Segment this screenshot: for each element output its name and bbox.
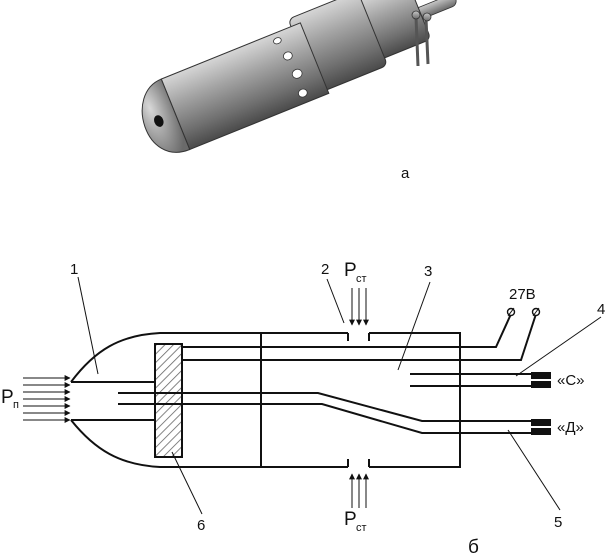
heater-element bbox=[154, 343, 183, 458]
leader-lines bbox=[77, 276, 602, 515]
dynamic-output-label: «Д» bbox=[557, 419, 584, 436]
static-pressure-arrows-bottom bbox=[349, 473, 369, 508]
terminal-posts bbox=[411, 10, 432, 67]
svg-text:P: P bbox=[1, 387, 14, 408]
svg-text:ст: ст bbox=[356, 522, 367, 534]
svg-text:п: п bbox=[13, 399, 19, 411]
callout-2: 2 bbox=[321, 261, 329, 278]
svg-text:P: P bbox=[344, 509, 357, 530]
callout-1: 1 bbox=[70, 261, 78, 278]
heater-wires bbox=[182, 307, 541, 361]
total-pressure-arrows bbox=[23, 375, 71, 423]
panel-b-label: б bbox=[468, 537, 479, 558]
static-channel bbox=[410, 372, 551, 388]
callout-6: 6 bbox=[197, 517, 205, 534]
probe-body-outline bbox=[70, 332, 461, 468]
probe-illustration bbox=[141, 0, 457, 153]
svg-text:ст: ст bbox=[356, 273, 367, 285]
schematic bbox=[23, 276, 602, 515]
total-pressure-channel bbox=[118, 392, 551, 435]
callout-5: 5 bbox=[554, 514, 562, 531]
power-terminal-label: 27В bbox=[509, 286, 536, 303]
static-ports bbox=[273, 37, 308, 98]
callout-3: 3 bbox=[424, 263, 432, 280]
total-pressure-label: P п bbox=[1, 387, 19, 411]
static-pressure-arrows-top bbox=[349, 288, 369, 326]
static-pressure-label-bottom: P ст bbox=[344, 509, 367, 534]
static-output-label: «С» bbox=[557, 372, 585, 389]
nose-inlet-hole bbox=[154, 115, 164, 127]
callout-4: 4 bbox=[597, 301, 605, 318]
svg-text:P: P bbox=[344, 260, 357, 281]
static-pressure-label-top: P ст bbox=[344, 260, 367, 285]
panel-a-label: а bbox=[401, 165, 410, 182]
